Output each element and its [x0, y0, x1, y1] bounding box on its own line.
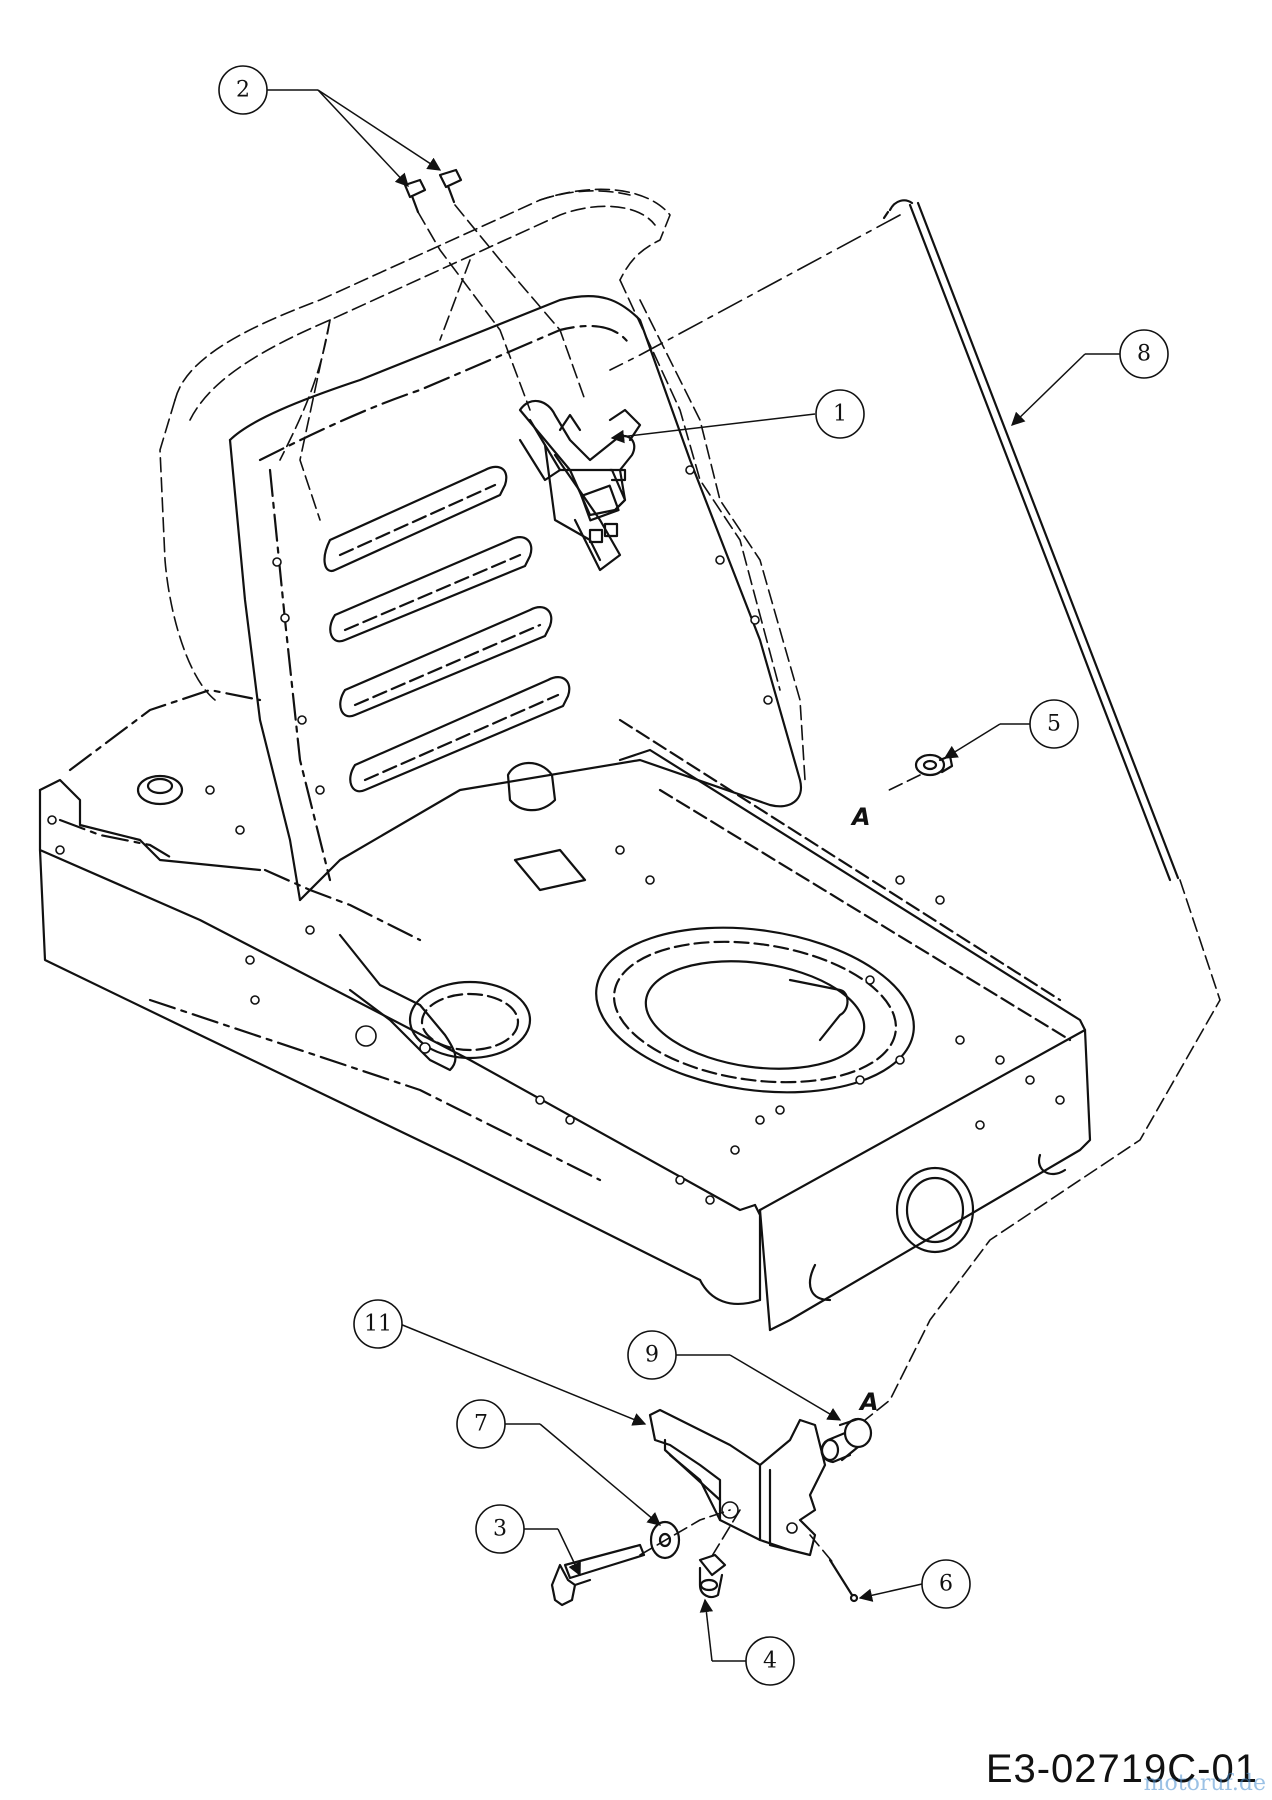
callout-8[interactable]: 8 [1011, 329, 1169, 426]
spring-pin-part [828, 1558, 859, 1603]
callout-1[interactable]: 1 [610, 389, 865, 444]
callout-5[interactable]: 5 [943, 699, 1079, 759]
callout-3[interactable]: 3 [475, 1504, 581, 1577]
washer-part [649, 1520, 681, 1560]
screws-part [403, 168, 463, 214]
callout-5-label: 5 [1047, 712, 1061, 737]
bolt-part [550, 1543, 646, 1607]
chassis-frame [38, 688, 1092, 1332]
reference-letter-a-lower: A [858, 1388, 879, 1416]
lever-assembly-part [518, 399, 642, 572]
reference-letter-a-upper: A [850, 803, 871, 831]
seat-plate-slots [323, 465, 571, 793]
callout-2-label: 2 [236, 78, 250, 103]
callout-11[interactable]: 11 [353, 1299, 647, 1426]
callout-11-label: 11 [364, 1312, 392, 1337]
bracket-part [648, 1408, 827, 1557]
callout-8-label: 8 [1137, 342, 1151, 367]
watermark-logo: motoruf.de [1143, 1771, 1266, 1796]
callout-6[interactable]: 6 [858, 1559, 971, 1609]
callout-6-label: 6 [939, 1572, 953, 1597]
nut-part [914, 753, 954, 777]
callout-3-label: 3 [493, 1517, 507, 1542]
callout-9[interactable]: 9 [627, 1330, 842, 1421]
drawing-number: E3-02719C-01 [985, 1747, 1258, 1791]
deck-opening [595, 926, 915, 1094]
pin-part [698, 1553, 727, 1599]
bushing-part [820, 1417, 873, 1464]
callout-7[interactable]: 7 [456, 1399, 662, 1526]
assembly-lines [417, 204, 1221, 1566]
callout-9-label: 9 [645, 1343, 659, 1368]
callout-4-label: 4 [763, 1649, 777, 1674]
seat-bracket-plate [228, 295, 803, 902]
callout-2[interactable]: 2 [218, 65, 442, 187]
seat-pan-outline [159, 188, 806, 781]
callout-1-label: 1 [833, 402, 847, 427]
rod-part [882, 199, 1180, 882]
callout-4[interactable]: 4 [699, 1598, 795, 1686]
callout-7-label: 7 [474, 1412, 488, 1437]
frame-holes [47, 785, 1065, 1205]
